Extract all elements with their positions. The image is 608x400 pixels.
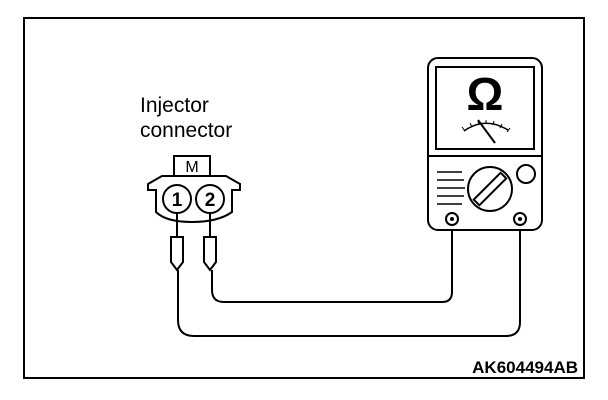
probe-2 [203, 213, 217, 272]
test-lead-pin2 [211, 222, 453, 303]
range-marks [437, 171, 465, 205]
ohmmeter-needle [477, 119, 496, 144]
connector-label-line1: Injector [140, 94, 209, 117]
ohm-symbol: Ω [467, 68, 504, 120]
scale-ticks [461, 120, 511, 133]
zero-adjust-button[interactable] [516, 164, 536, 184]
knob-pointer [472, 171, 508, 207]
pin-1-label: 1 [172, 190, 183, 211]
ohmmeter: Ω [427, 57, 543, 231]
pin-2-label: 2 [205, 190, 216, 211]
ohmmeter-display [435, 66, 535, 150]
injector-connector: M 1 2 [147, 155, 241, 224]
connector-body [147, 175, 241, 224]
probe-1 [170, 213, 184, 272]
figure-code: AK604494AB [472, 358, 578, 377]
test-lead-pin1 [177, 222, 521, 337]
figure-frame [23, 17, 585, 379]
connector-key-mark: M [185, 159, 198, 176]
connector-label-line2: connector [140, 119, 232, 142]
